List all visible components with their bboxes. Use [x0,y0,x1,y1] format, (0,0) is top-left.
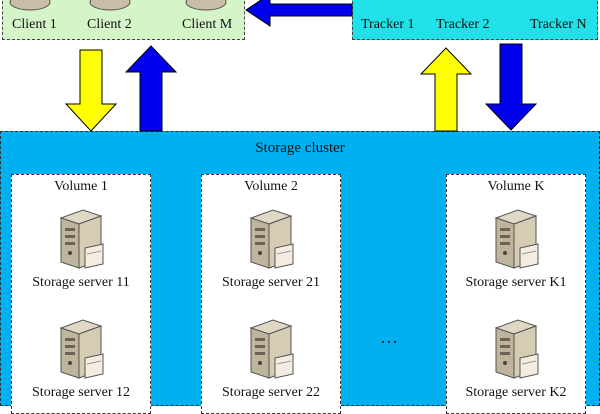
client-m-server-icon [185,0,227,11]
server-icon [250,209,294,269]
client-to-storage-arrow [64,49,118,132]
volume-title: Volume K [487,179,545,194]
tracker-n-label: Tracker N [530,17,587,32]
volume-title: Volume 2 [244,179,298,194]
server-icon [60,209,104,269]
arrows-and-servers [60,0,539,379]
storage-server-label: Storage server 12 [32,385,130,400]
server-icon [495,209,539,269]
client-m-label: Client M [182,17,233,32]
storage-server-label: Storage server K2 [465,385,567,400]
client-1-label: Client 1 [12,17,57,32]
server-icon [60,319,104,379]
server-icon [495,319,539,379]
more-volumes-ellipsis: … [380,327,400,347]
storage-to-tracker-arrow [419,47,473,132]
tracker-to-storage-arrow [484,43,538,131]
server-icon [250,319,294,379]
storage-server-label: Storage server 21 [222,275,320,290]
tracker-to-client-arrow [245,0,353,27]
client-2-label: Client 2 [87,17,132,32]
client-2-server-icon [89,0,131,11]
storage-server-label: Storage server K1 [465,275,567,290]
tracker-2-label: Tracker 2 [436,17,490,32]
tracker-1-label: Tracker 1 [361,17,415,32]
storage-server-label: Storage server 22 [222,385,320,400]
tracker-group [352,0,598,40]
storage-server-label: Storage server 11 [32,275,130,290]
storage-to-client-arrow [124,45,178,132]
storage-cluster-title: Storage cluster [255,140,345,156]
client-1-server-icon [9,0,51,11]
volume-title: Volume 1 [54,179,108,194]
